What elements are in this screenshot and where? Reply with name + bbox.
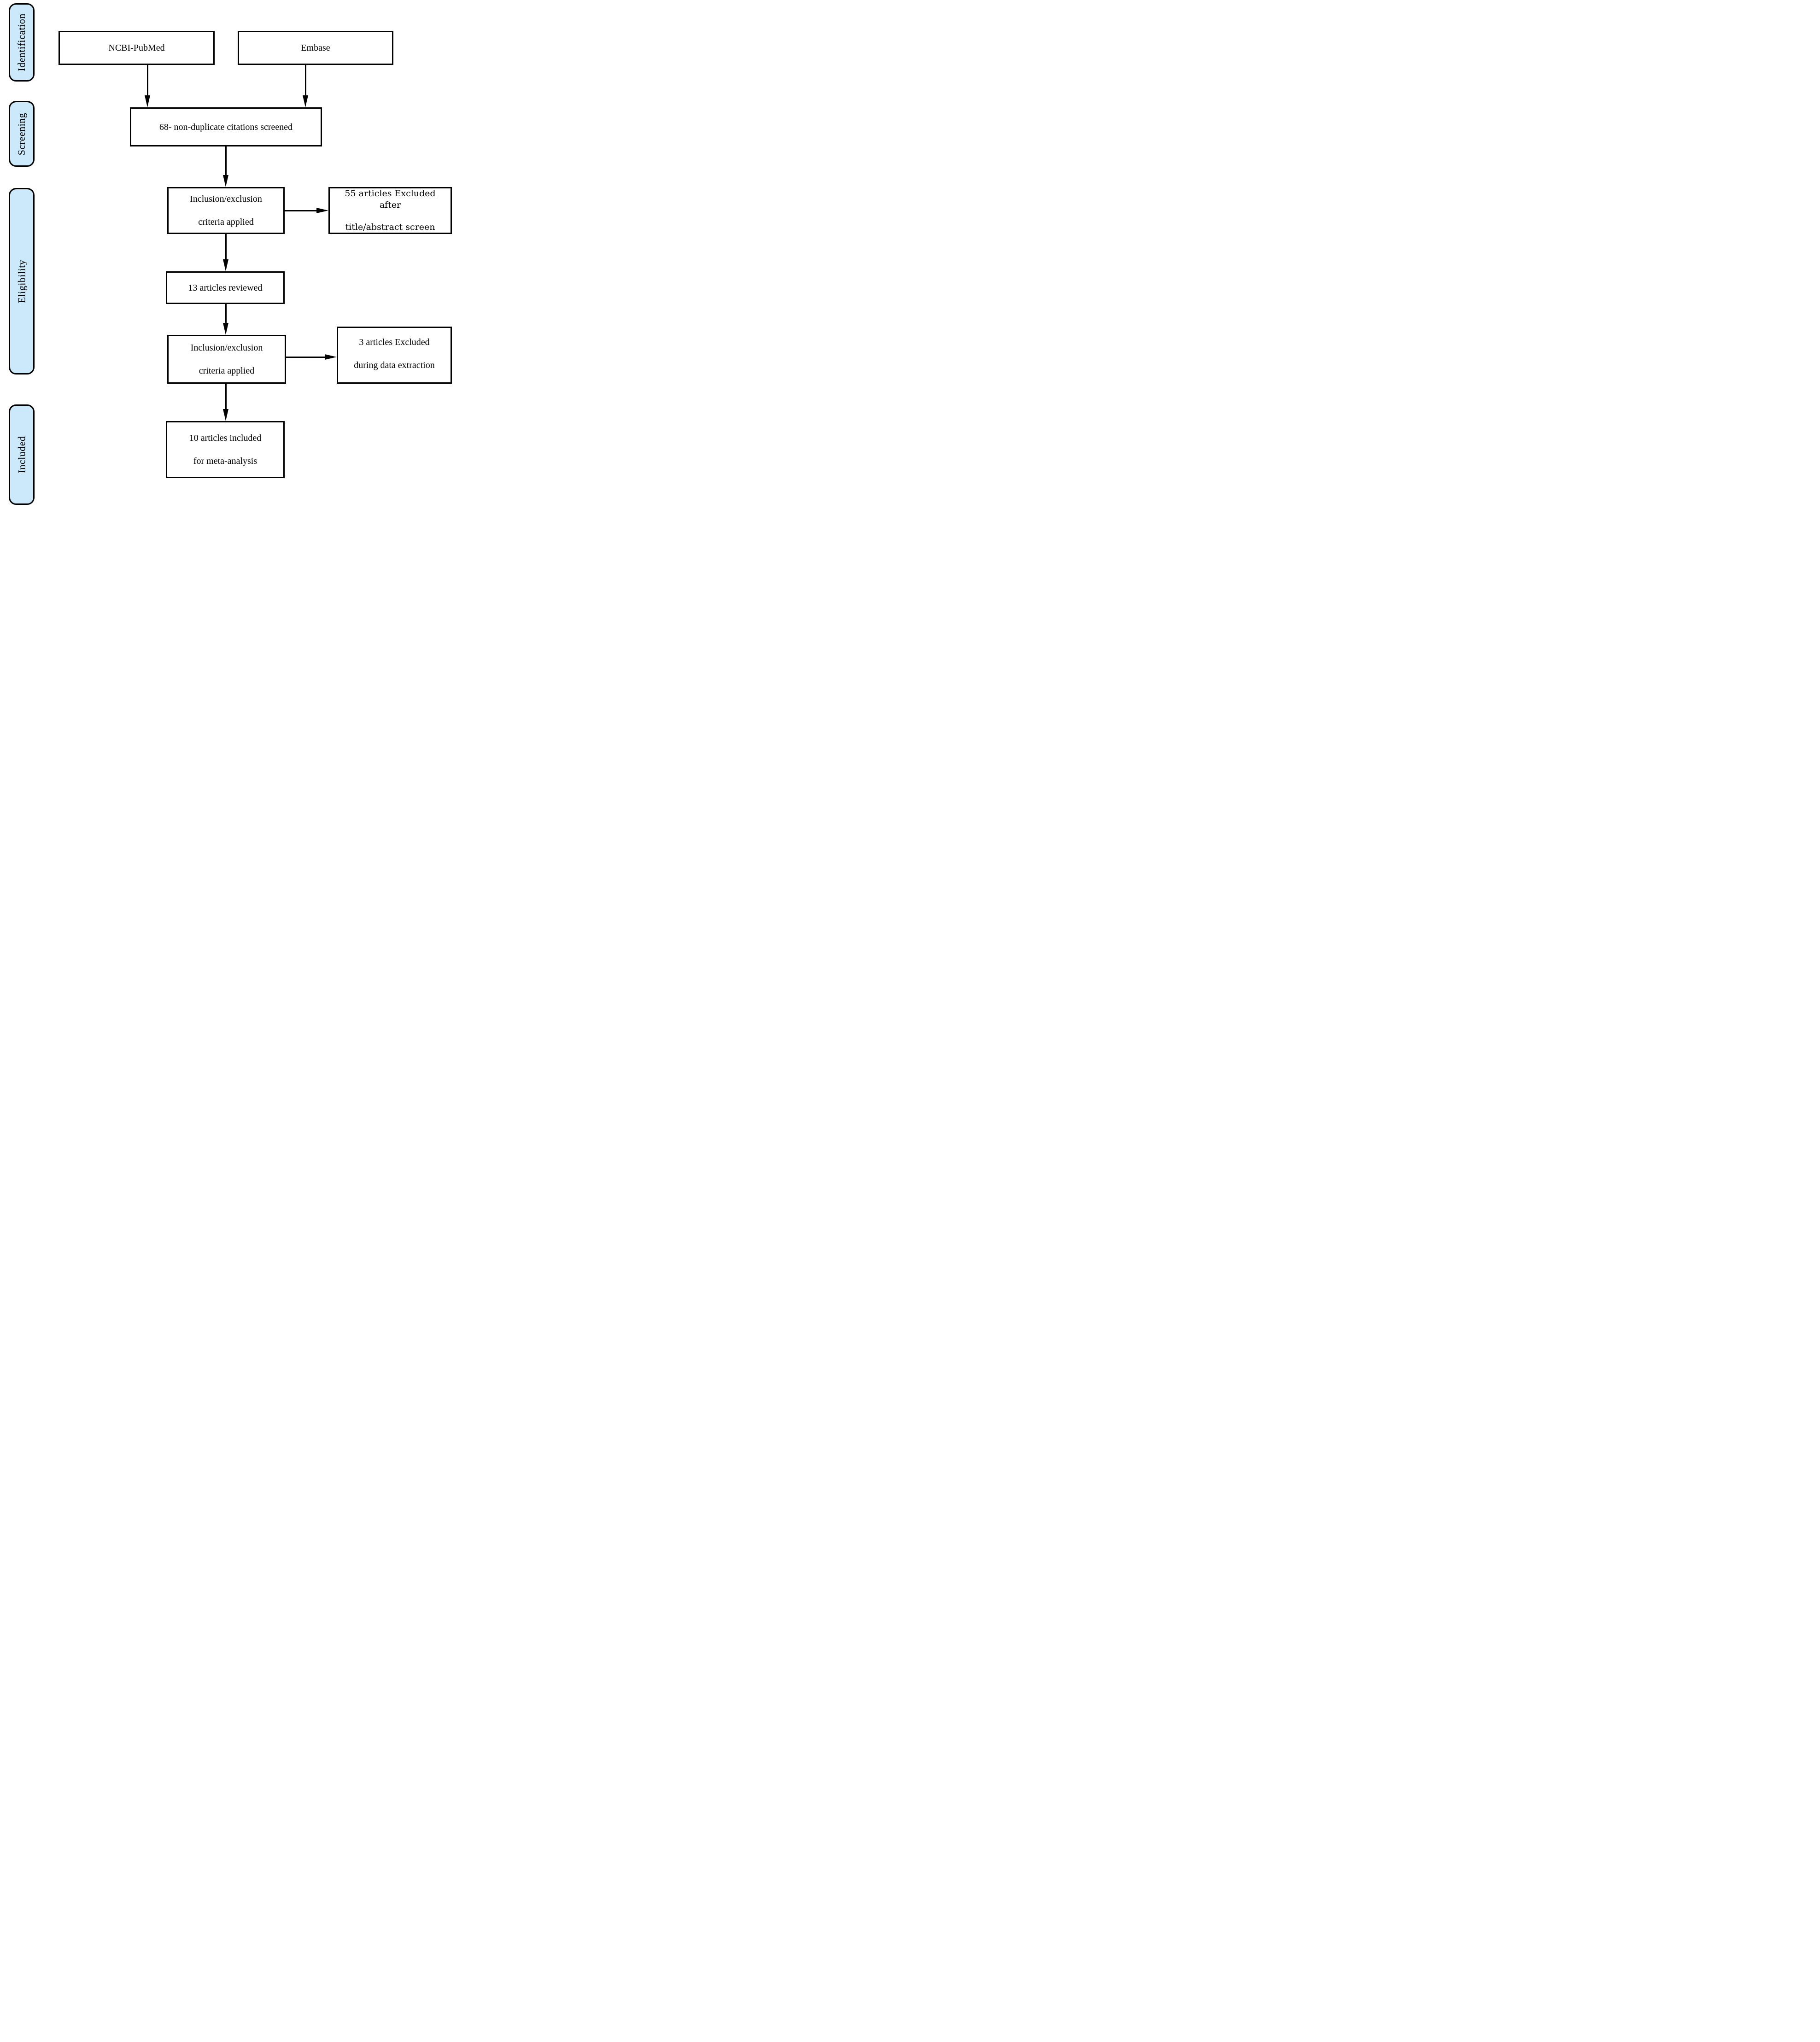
arrow-shaft xyxy=(286,356,326,358)
arrow-shaft xyxy=(304,65,306,96)
node-citations-screened: 68- non-duplicate citations screened xyxy=(130,107,322,146)
arrow-down-head xyxy=(223,175,228,187)
node-embase-label: Embase xyxy=(301,43,330,53)
node-excluded-3-line2: during data extraction xyxy=(354,360,435,370)
node-citations-screened-label: 68- non-duplicate citations screened xyxy=(159,122,293,132)
arrow-shaft xyxy=(225,304,227,324)
arrow-criteria1-to-reviewed xyxy=(223,234,228,271)
arrow-ncbi-to-screened xyxy=(145,65,150,107)
node-excluded-55: 55 articles Excluded after title/abstrac… xyxy=(328,187,452,234)
arrow-shaft xyxy=(225,146,227,176)
arrow-down-head xyxy=(223,259,228,271)
arrow-criteria1-to-excluded55 xyxy=(285,208,328,213)
node-criteria-applied-1: Inclusion/exclusion criteria applied xyxy=(167,187,285,234)
arrow-criteria2-to-excluded3 xyxy=(286,354,337,360)
node-criteria-applied-1-line2: criteria applied xyxy=(198,217,254,227)
arrow-embase-to-screened xyxy=(303,65,308,107)
arrow-shaft xyxy=(225,234,227,260)
node-excluded-3: 3 articles Excluded during data extracti… xyxy=(337,327,452,384)
node-articles-reviewed: 13 articles reviewed xyxy=(166,271,285,304)
prisma-flow-diagram: Identification Screening Eligibility Inc… xyxy=(0,0,455,510)
stage-screening-label: Screening xyxy=(16,112,27,155)
node-included-10: 10 articles included for meta-analysis xyxy=(166,421,285,478)
arrow-down-head xyxy=(303,95,308,107)
node-embase: Embase xyxy=(238,31,393,65)
node-included-10-line2: for meta-analysis xyxy=(193,456,257,466)
arrow-shaft xyxy=(146,65,148,96)
node-ncbi-pubmed: NCBI-PubMed xyxy=(59,31,215,65)
node-criteria-applied-2-line1: Inclusion/exclusion xyxy=(190,343,263,353)
arrow-right-head xyxy=(316,208,328,213)
node-excluded-3-line1: 3 articles Excluded xyxy=(359,337,430,347)
arrow-down-head xyxy=(145,95,150,107)
stage-eligibility: Eligibility xyxy=(9,188,35,374)
stage-included-label: Included xyxy=(16,436,27,474)
stage-included: Included xyxy=(9,404,35,505)
node-criteria-applied-2: Inclusion/exclusion criteria applied xyxy=(167,335,286,384)
arrow-right-head xyxy=(325,354,337,360)
arrow-shaft xyxy=(225,384,227,410)
arrow-reviewed-to-criteria2 xyxy=(223,304,228,335)
stage-screening: Screening xyxy=(9,101,35,167)
node-included-10-line1: 10 articles included xyxy=(189,433,262,443)
stage-eligibility-label: Eligibility xyxy=(16,259,28,303)
arrow-criteria2-to-included xyxy=(223,384,228,421)
stage-identification-label: Identification xyxy=(16,13,28,71)
stage-identification: Identification xyxy=(9,3,35,82)
arrow-down-head xyxy=(223,323,228,335)
node-criteria-applied-2-line2: criteria applied xyxy=(199,366,255,376)
arrow-shaft xyxy=(285,210,317,211)
node-ncbi-pubmed-label: NCBI-PubMed xyxy=(108,43,165,53)
arrow-screened-to-criteria1 xyxy=(223,146,228,187)
node-criteria-applied-1-line1: Inclusion/exclusion xyxy=(190,194,262,204)
arrow-down-head xyxy=(223,409,228,421)
node-excluded-55-line2: title/abstract screen xyxy=(345,222,435,233)
node-articles-reviewed-label: 13 articles reviewed xyxy=(188,282,263,293)
node-excluded-55-line1: 55 articles Excluded after xyxy=(345,188,436,210)
